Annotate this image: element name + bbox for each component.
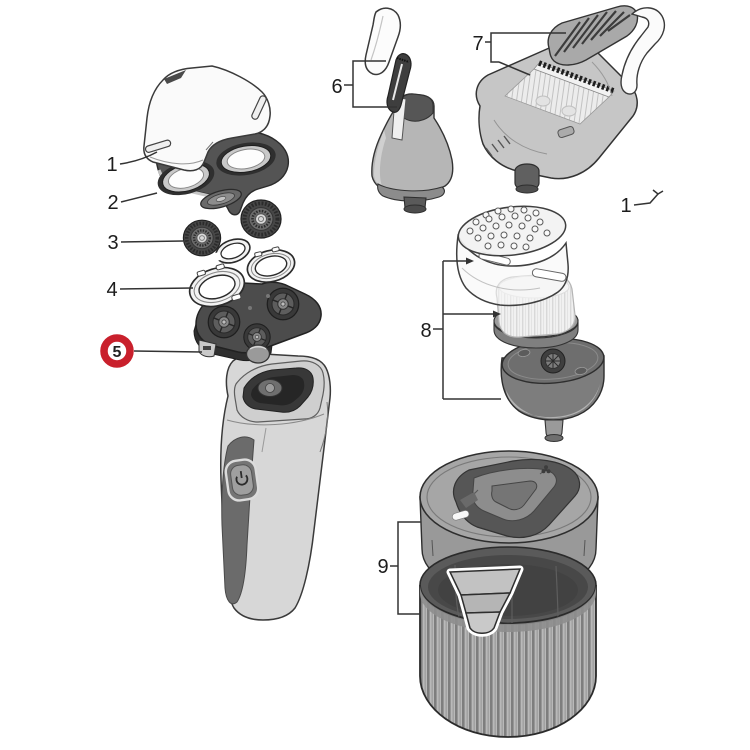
- comb-bracket: [620, 7, 666, 95]
- cap-corner-detail: [164, 70, 186, 84]
- callouts: 1 2 3 4 5 6 7 8: [100, 32, 664, 615]
- callout-4: 4: [106, 279, 194, 301]
- callout-1-label: 1: [106, 154, 117, 176]
- callout-4-label: 4: [106, 279, 117, 301]
- callout-7-label: 7: [472, 33, 483, 55]
- power-icon: [235, 470, 249, 486]
- callout-7: 7: [472, 32, 566, 76]
- part-7-styler-attachment: [475, 5, 666, 194]
- clover-icon: [541, 465, 551, 474]
- cap-drain-holes: [466, 205, 551, 251]
- callout-1-secondary: 1: [620, 189, 664, 217]
- callout-2-label: 2: [107, 192, 118, 214]
- callout-9-label: 9: [377, 556, 388, 578]
- callout-3: 3: [107, 232, 184, 254]
- part-3-cutter-discs: [181, 198, 283, 264]
- callout-6-label: 6: [331, 76, 342, 98]
- part-9-cleaning-pod: [419, 450, 599, 738]
- styler-vents: [485, 135, 511, 157]
- part-4-retaining-rings: [188, 246, 296, 308]
- callout-1: 1: [106, 151, 158, 176]
- callout-5-highlighted: 5: [100, 334, 203, 368]
- callout-8-label: 8: [420, 320, 431, 342]
- styler-comb: [547, 5, 666, 95]
- edge-on-cutter-disc: [200, 188, 242, 210]
- shaver-body: [220, 353, 332, 621]
- retaining-clip-ring: [212, 238, 251, 264]
- part-1-head-cap: [143, 65, 271, 172]
- trimmer-cap: [364, 7, 401, 76]
- highlight-badge: [100, 334, 134, 368]
- brush-base-unit: [500, 337, 605, 442]
- callout-6: 6: [331, 60, 397, 108]
- callout-9: 9: [377, 521, 421, 615]
- part-8-cleansing-brush: [455, 205, 605, 442]
- callout-2: 2: [107, 192, 158, 214]
- callout-3-label: 3: [107, 232, 118, 254]
- pod-funnel: [446, 565, 524, 637]
- styler-teeth-row: [538, 60, 615, 94]
- power-button: [224, 458, 260, 502]
- callout-8: 8: [420, 257, 501, 400]
- callout-1b-label: 1: [620, 195, 631, 217]
- brush-cap: [455, 205, 569, 307]
- part-6-trimmer-attachment: [364, 7, 454, 214]
- head-shaft: [245, 344, 271, 364]
- callout-5-label: 5: [113, 344, 122, 361]
